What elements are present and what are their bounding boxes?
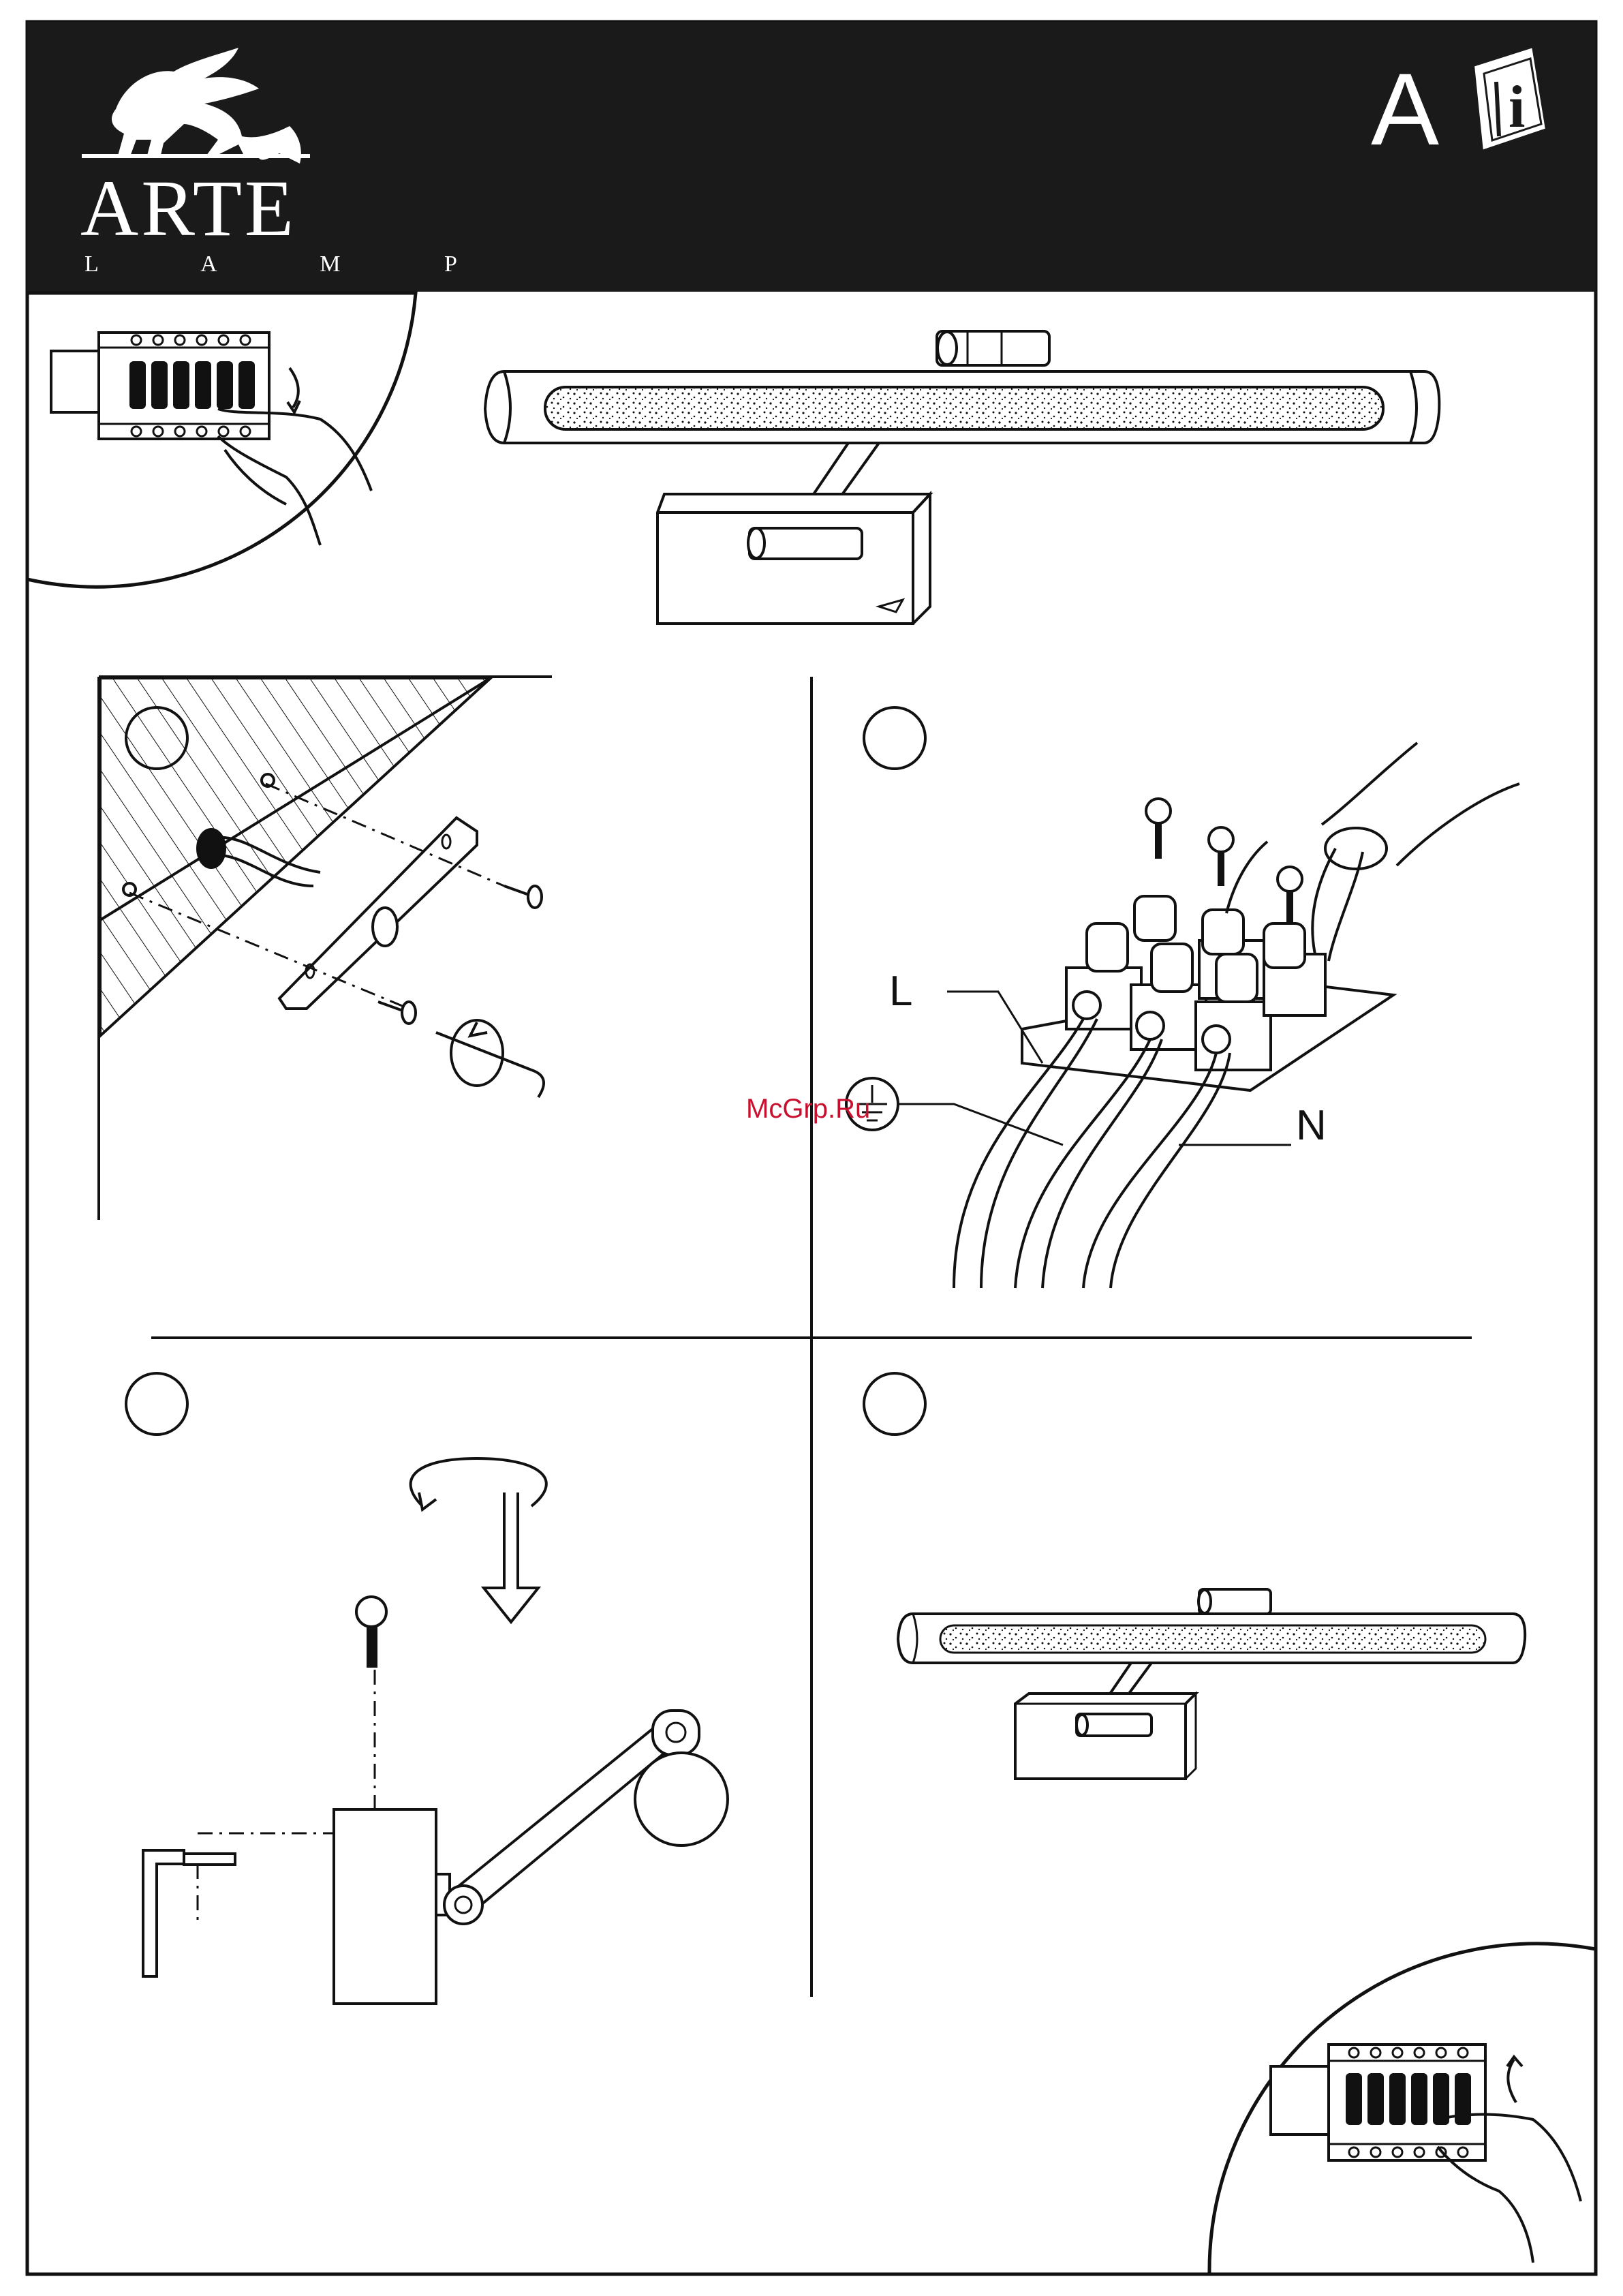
screw-icon xyxy=(504,886,542,908)
screw-icon xyxy=(1209,827,1233,886)
header-bar: ARTE L A M P A i xyxy=(27,22,1596,292)
info-letter: i xyxy=(1509,74,1525,140)
step-2-panel: L N McGrp.Ru xyxy=(746,707,1519,1288)
screw-icon xyxy=(356,1597,386,1668)
brand-name: ARTE xyxy=(80,164,296,253)
rotate-arrow-icon xyxy=(411,1458,546,1622)
live-wire-label: L xyxy=(889,968,912,1015)
step-3-panel xyxy=(126,1373,728,2004)
step-number-badge xyxy=(864,707,925,769)
breaker-on-circle xyxy=(1209,1944,1596,2274)
screw-icon xyxy=(1146,799,1171,859)
step-number-badge xyxy=(126,1373,187,1435)
step-4-panel xyxy=(864,1373,1525,1779)
step-1-panel xyxy=(100,678,544,1097)
breaker-off-circle xyxy=(27,293,416,587)
language-letter: A xyxy=(1371,52,1439,166)
screw-icon xyxy=(1278,867,1302,923)
rotate-arrow-icon xyxy=(451,1020,503,1086)
picture-light-overview xyxy=(485,331,1439,624)
neutral-wire-label: N xyxy=(1296,1102,1327,1149)
screw-icon xyxy=(378,1002,416,1024)
watermark: McGrp.Ru xyxy=(746,1094,870,1124)
step-number-badge xyxy=(864,1373,925,1435)
brand-sub: L A M P xyxy=(84,251,506,277)
